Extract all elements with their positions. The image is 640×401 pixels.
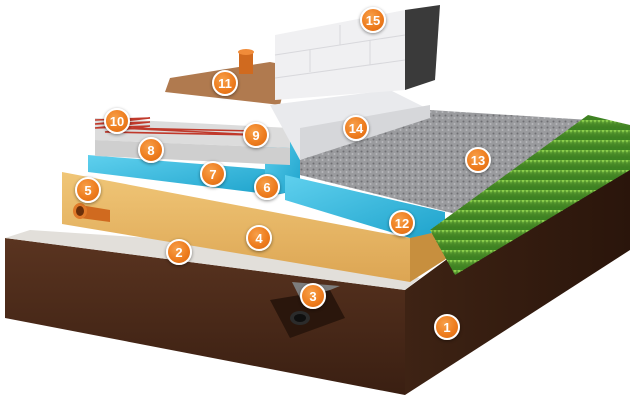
vertical-pipe <box>238 49 254 74</box>
callout-5: 5 <box>75 177 101 203</box>
callout-15: 15 <box>360 7 386 33</box>
callout-9: 9 <box>243 122 269 148</box>
callout-2: 2 <box>166 239 192 265</box>
callout-1: 1 <box>434 314 460 340</box>
callout-14: 14 <box>343 115 369 141</box>
sand-base-layer <box>5 230 420 290</box>
pipe <box>73 203 110 222</box>
callout-13: 13 <box>465 147 491 173</box>
callout-6: 6 <box>254 174 280 200</box>
callout-8: 8 <box>138 137 164 163</box>
callout-10: 10 <box>104 108 130 134</box>
callout-3: 3 <box>300 283 326 309</box>
callout-12: 12 <box>389 210 415 236</box>
callout-4: 4 <box>246 225 272 251</box>
callout-11: 11 <box>212 70 238 96</box>
block-wall <box>274 5 440 100</box>
callout-7: 7 <box>200 161 226 187</box>
grass-area <box>430 115 630 275</box>
